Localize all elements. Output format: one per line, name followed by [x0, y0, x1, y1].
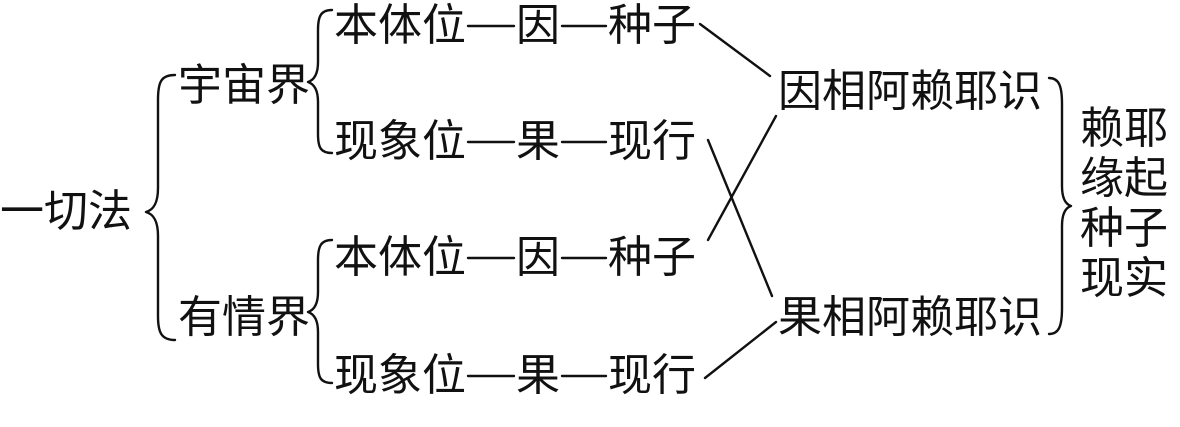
realm-brace-cosmos	[306, 8, 334, 155]
branch-state: 现行	[608, 116, 696, 167]
branch-state: 现行	[608, 350, 696, 401]
branch-role: 因	[516, 0, 560, 51]
branch-row-cosmos-phenomenon: 现象位 果 现行	[334, 116, 696, 167]
realm-label-sentient: 有情界	[178, 292, 310, 343]
branch-row-sentient-substance: 本体位 因 种子	[334, 232, 696, 283]
connector-r2-to-effect	[706, 138, 774, 298]
realm-brace-sentient	[306, 238, 334, 385]
connector-r3-to-cause	[706, 114, 778, 242]
summary-line-1: 赖耶	[1080, 103, 1168, 154]
branch-role: 果	[516, 350, 560, 401]
root-brace	[144, 73, 177, 342]
branch-position: 本体位	[334, 0, 466, 51]
summary-brace	[1047, 76, 1073, 336]
realm-label-cosmos: 宇宙界	[178, 60, 310, 111]
summary-line-3: 种子	[1080, 203, 1168, 254]
branch-row-sentient-phenomenon: 现象位 果 现行	[334, 350, 696, 401]
root-label: 一切法	[0, 186, 132, 237]
branch-state: 种子	[608, 232, 696, 283]
alaya-cause-label: 因相阿赖耶识	[778, 66, 1042, 117]
branch-role: 因	[516, 232, 560, 283]
connector-r1-to-cause	[698, 22, 772, 78]
branch-role: 果	[516, 116, 560, 167]
branch-state: 种子	[608, 0, 696, 51]
branch-position: 现象位	[334, 350, 466, 401]
summary-line-2: 缘起	[1080, 153, 1168, 204]
branch-position: 现象位	[334, 116, 466, 167]
branch-row-cosmos-substance: 本体位 因 种子	[334, 0, 696, 51]
branch-position: 本体位	[334, 232, 466, 283]
summary-line-4: 现实	[1080, 253, 1168, 304]
alaya-effect-label: 果相阿赖耶识	[778, 292, 1042, 343]
connector-r4-to-effect	[703, 320, 778, 380]
